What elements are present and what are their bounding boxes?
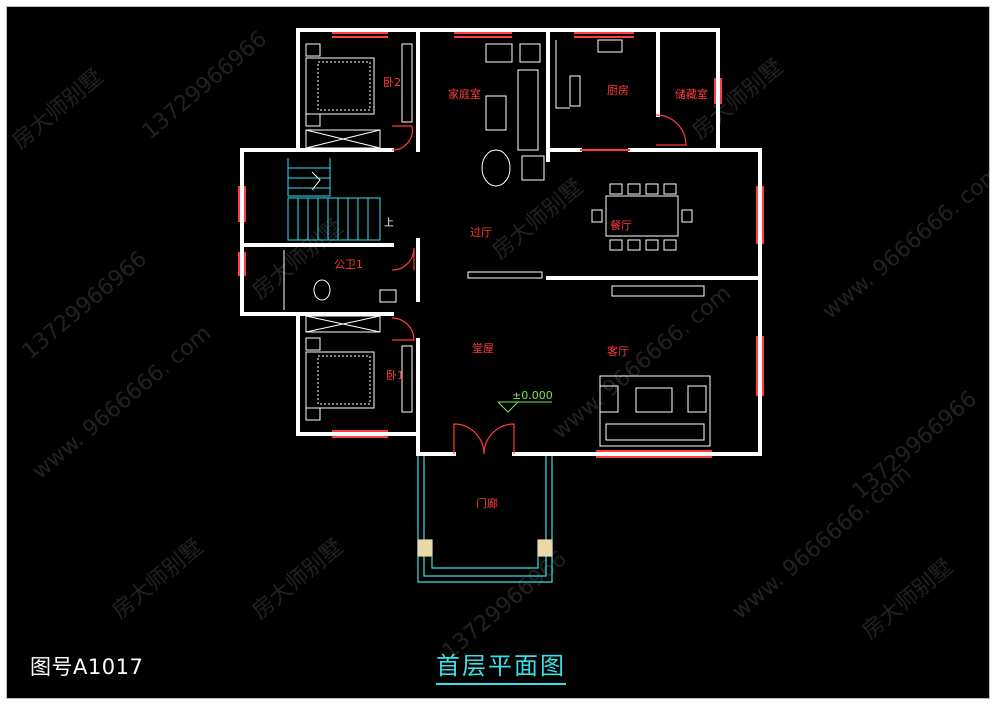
cabinet-icon [305, 315, 381, 333]
stove-icon [597, 39, 623, 53]
door [391, 125, 413, 151]
coffee-table-icon [485, 95, 507, 131]
chair-icon [663, 239, 677, 251]
room-label-living: 客厅 [607, 344, 629, 358]
cabinet-icon [305, 129, 381, 149]
chair-icon [681, 209, 693, 223]
watermark-layer: 房大师别墅 13729966966 www. 9666666. com 房大师别… [8, 26, 1000, 664]
drawing-title: 首层平面图 [436, 646, 566, 685]
porch-outline [423, 456, 547, 577]
chair-icon [645, 183, 659, 195]
drawing-canvas [6, 6, 990, 699]
windows [238, 32, 764, 458]
porch [417, 456, 553, 583]
cabinet-mark [305, 315, 381, 333]
porch-outline [417, 456, 553, 583]
chair-icon [591, 209, 603, 223]
partition-icon [467, 271, 543, 279]
watermark-web: www. 9666666. com [548, 281, 736, 445]
coffee-table-icon [635, 387, 673, 413]
doors [391, 114, 687, 455]
armchair-icon [687, 385, 707, 413]
tv-cabinet-icon [611, 285, 705, 297]
counter-icon [555, 40, 570, 109]
watermark-phone: 13729966966 [138, 26, 272, 144]
room-label-bedroom2: 卧2 [383, 76, 401, 89]
room-label-storage: 储藏室 [675, 87, 708, 101]
sofa-icon [605, 423, 705, 441]
drawing-number: 图号A1017 [30, 655, 144, 679]
bed-icon [305, 351, 375, 409]
chair-icon [609, 183, 623, 195]
watermark-phone: 13729966966 [848, 386, 982, 504]
watermark-web: www. 9666666. com [818, 161, 1000, 325]
door [391, 317, 415, 341]
chair-icon [627, 239, 641, 251]
chair-icon [663, 183, 677, 195]
porch-column [417, 539, 433, 557]
stair-run [287, 197, 381, 241]
sink-icon [379, 289, 397, 303]
stair-arrow-icon [311, 171, 321, 191]
level-triangle-icon [497, 401, 519, 413]
chair-icon [521, 155, 545, 181]
room-label-corridor: 过厅 [470, 226, 492, 239]
wardrobe-icon [401, 345, 413, 413]
wardrobe-icon [401, 43, 413, 123]
nightstand-icon [305, 113, 321, 127]
room-label-dining: 餐厅 [610, 218, 632, 232]
watermark-brand: 房大师别墅 [108, 535, 208, 625]
round-table-icon [481, 149, 511, 187]
furniture [283, 39, 711, 447]
bed-cover [317, 355, 371, 405]
room-label-bedroom1: 卧1 [386, 369, 404, 382]
armchair-icon [599, 385, 619, 413]
outer-wall [296, 28, 762, 456]
porch-step [431, 556, 539, 569]
stair-landing [287, 158, 331, 197]
room-label-porch: 门廊 [476, 496, 498, 510]
level-mark [497, 401, 552, 413]
armchair-icon [519, 43, 541, 63]
dining-table-icon [605, 195, 679, 237]
watermark-brand: 房大师别墅 [488, 175, 588, 265]
bed-icon [305, 57, 375, 115]
cabinet-mark [305, 129, 381, 149]
room-label-kitchen: 厨房 [607, 84, 629, 97]
watermark-brand: 房大师别墅 [8, 65, 108, 155]
toilet-icon [313, 279, 331, 301]
chair-icon [645, 239, 659, 251]
porch-column [537, 539, 553, 557]
door [453, 423, 485, 455]
armchair-icon [485, 43, 513, 63]
watermark-brand: 房大师别墅 [858, 555, 958, 645]
chair-icon [627, 183, 641, 195]
nightstand-icon [305, 337, 321, 351]
tv-cabinet-icon [517, 69, 539, 151]
chair-icon [609, 239, 623, 251]
bed-cover [317, 61, 371, 111]
fridge-icon [569, 75, 581, 107]
door [391, 247, 415, 271]
level-label: ±0.000 [512, 389, 553, 402]
watermark-phone: 13729966966 [18, 246, 152, 364]
nightstand-icon [305, 43, 321, 57]
watermark-brand: 房大师别墅 [248, 535, 348, 625]
walls [240, 28, 762, 456]
door [655, 114, 687, 146]
room-label-hall: 堂屋 [472, 342, 494, 355]
door [483, 423, 515, 455]
nightstand-icon [305, 407, 321, 421]
staircase [287, 158, 381, 241]
stair-up-label: 上 [384, 217, 394, 229]
room-label-bathroom: 公卫1 [334, 258, 363, 271]
outer-wall [240, 28, 456, 456]
room-label-family-room: 家庭室 [448, 87, 481, 101]
